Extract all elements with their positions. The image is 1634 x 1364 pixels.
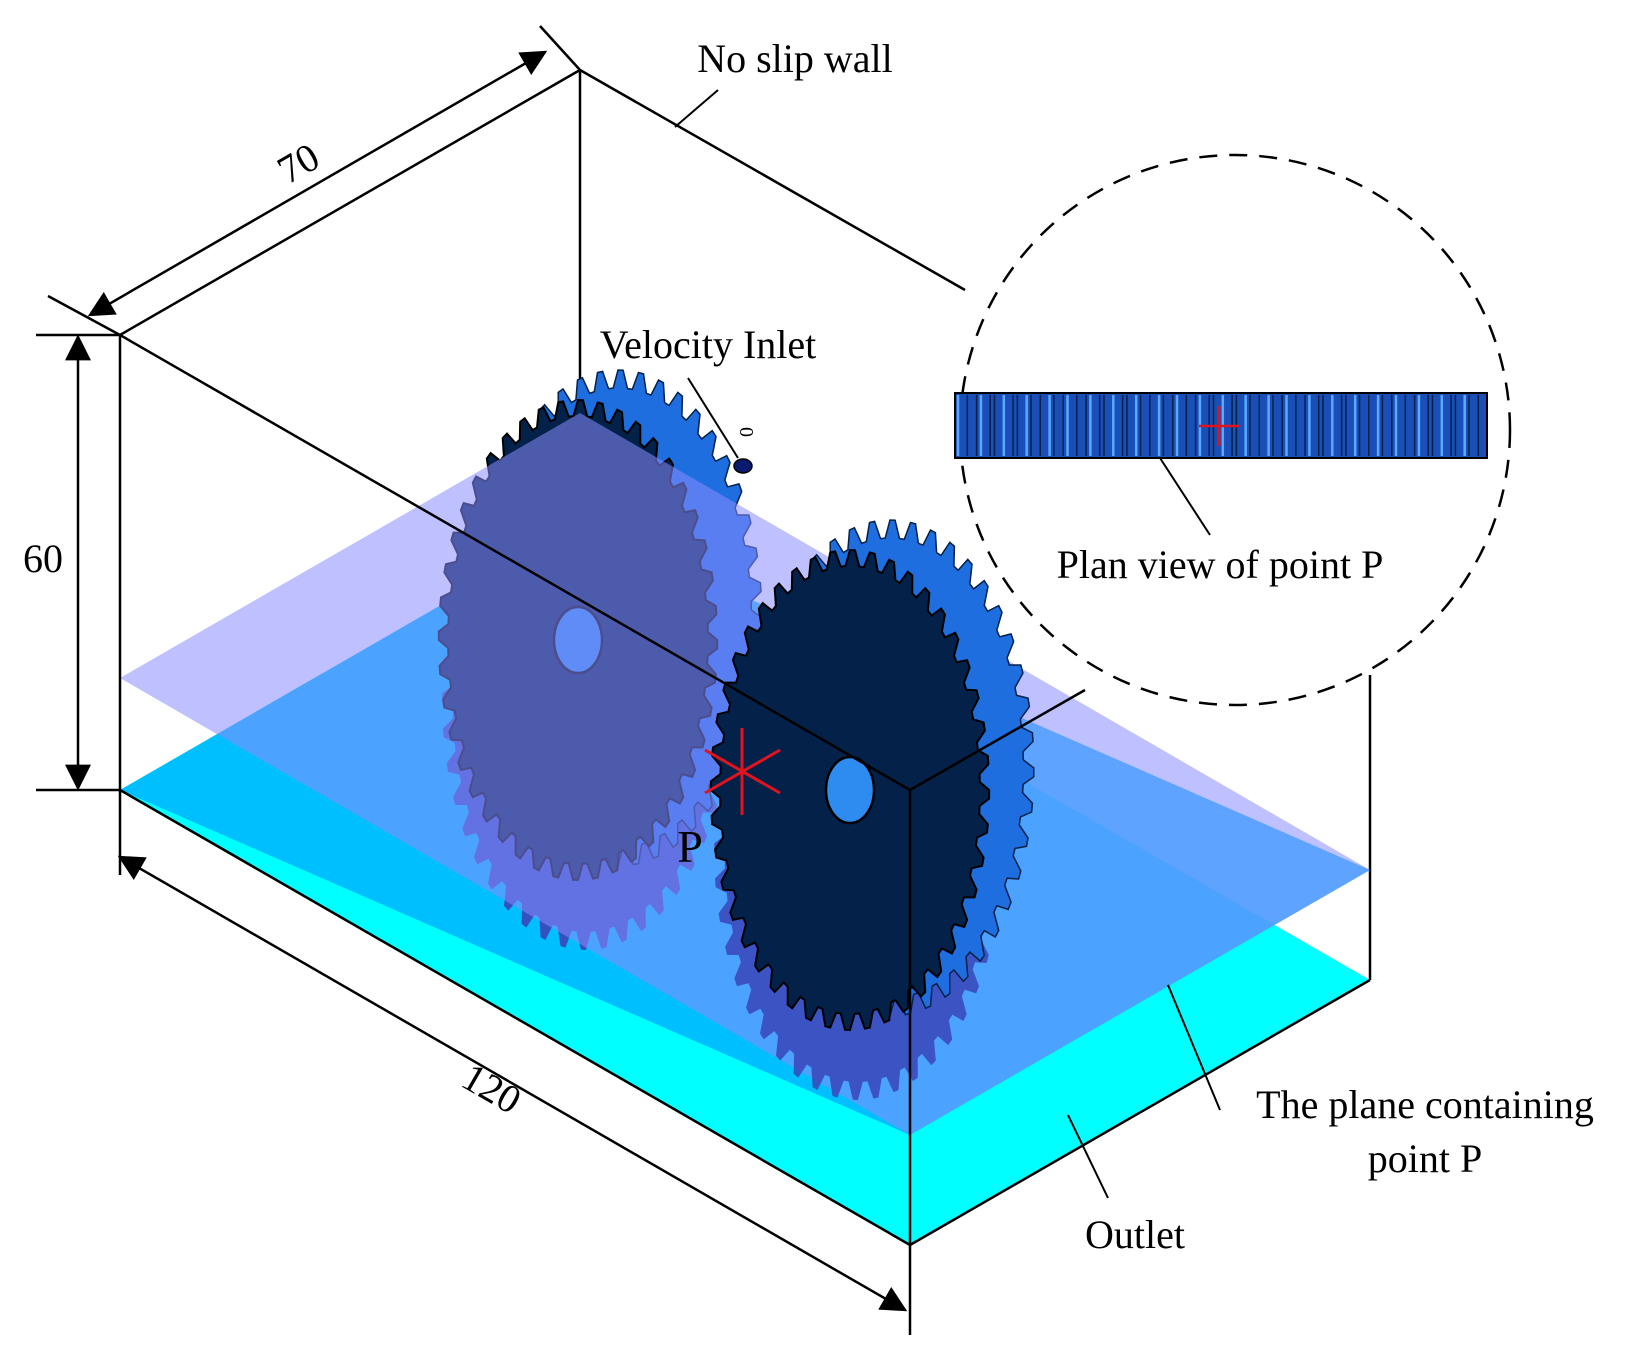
no-slip-wall-label: No slip wall — [697, 36, 893, 81]
velocity-inlet-leader — [687, 377, 739, 459]
dim-label-60: 60 — [23, 536, 63, 581]
dim-arrow-70 — [87, 50, 548, 317]
point-p-label: P — [677, 821, 703, 872]
plan-view-label: Plan view of point P — [1057, 542, 1384, 587]
velocity-inlet-label: Velocity Inlet — [600, 322, 817, 367]
plan-view-lens: Plan view of point P — [954, 153, 1512, 707]
point-p-marker — [704, 728, 781, 815]
velocity-inlet-dot — [733, 458, 753, 474]
outlet-label: Outlet — [1085, 1212, 1185, 1257]
outlet-leader — [1067, 1114, 1109, 1199]
plane-leader — [1167, 984, 1221, 1111]
dimension-arrows — [65, 50, 908, 1312]
plan-view-leader — [1159, 457, 1211, 536]
plane-label-line1: The plane containing — [1256, 1082, 1594, 1127]
plan-view-point-marker — [1199, 406, 1239, 446]
dim-arrow-120 — [117, 855, 908, 1312]
plane-label-line2: point P — [1368, 1136, 1482, 1181]
velocity-inlet-marker: 0 — [735, 427, 757, 437]
no-slip-wall-leader — [674, 89, 719, 128]
plan-view-gear-teeth — [956, 395, 1480, 456]
dim-label-120: 120 — [455, 1054, 529, 1123]
gear-right-hole — [824, 755, 876, 825]
